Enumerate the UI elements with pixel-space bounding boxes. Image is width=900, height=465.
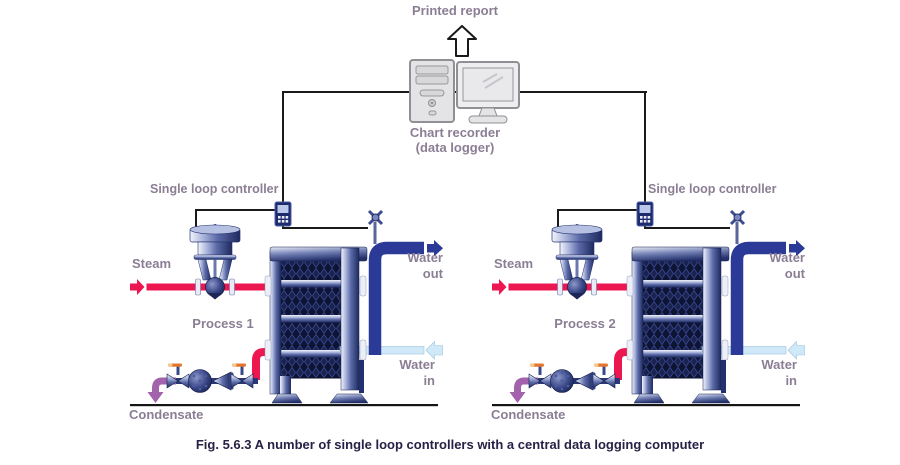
water-in-label-line2: in <box>785 373 797 388</box>
water-out-label: Water out <box>380 250 443 282</box>
process-unit-diagram <box>492 201 805 407</box>
condensate-label: Condensate <box>129 407 204 422</box>
controller-to-sensor-wire <box>282 224 368 229</box>
right-controller-drop-line <box>644 91 646 203</box>
isolation-valve-icon <box>528 363 552 389</box>
computer-icon <box>409 59 520 124</box>
steam-trap-icon <box>550 369 574 393</box>
water-in-label: Water in <box>740 357 797 389</box>
water-in-port <box>721 339 729 361</box>
process-unit: Single loop controller Steam Process 1 W… <box>128 180 468 430</box>
check-valve-icon <box>574 371 596 391</box>
water-out-flow-arrow-icon <box>427 240 443 257</box>
front-foot <box>633 393 665 404</box>
steam-flow-arrow-icon <box>492 279 507 295</box>
water-in-pipe <box>701 346 787 355</box>
heat-exchanger-icon <box>626 246 805 404</box>
front-leg <box>280 376 291 396</box>
steam-flow-arrow-icon <box>130 279 145 295</box>
condensate-port <box>626 339 634 361</box>
water-in-label-line1: Water <box>761 357 797 372</box>
water-out-pipe <box>368 241 424 355</box>
left-controller-drop-line <box>282 91 284 203</box>
check-valve-icon <box>212 371 234 391</box>
process-unit: Single loop controller Steam Process 2 W… <box>490 180 830 430</box>
front-leg <box>642 376 653 396</box>
steam-port <box>626 275 634 297</box>
tie-bar <box>277 350 344 358</box>
steam-port <box>264 275 272 297</box>
figure-caption: Fig. 5.6.3 A number of single loop contr… <box>195 437 705 452</box>
steam-label: Steam <box>132 256 172 271</box>
water-out-label: Water out <box>742 250 805 282</box>
rear-frame-column <box>340 247 360 391</box>
rear-foot <box>329 393 369 404</box>
water-in-flow-arrow-icon <box>787 340 805 360</box>
rear-frame-column <box>702 247 722 391</box>
water-in-pipe <box>339 346 425 355</box>
fixed-frame-column <box>631 251 644 395</box>
water-in-label-line2: in <box>423 373 435 388</box>
single-loop-controller-icon <box>636 201 654 227</box>
condensate-purple-pipe <box>514 377 538 392</box>
steam-label: Steam <box>494 256 534 271</box>
temperature-sensor-icon <box>729 209 746 244</box>
single-loop-controller-icon <box>274 201 292 227</box>
condensate-purple-pipe <box>152 377 176 392</box>
water-in-label-line1: Water <box>399 357 435 372</box>
water-out-pipe <box>730 241 786 355</box>
rear-foot <box>691 393 731 404</box>
water-out-port <box>359 275 367 297</box>
controller-to-sensor-wire <box>644 224 730 229</box>
steam-trap-icon <box>188 369 212 393</box>
chart-recorder-line2: (data logger) <box>415 140 495 155</box>
condensate-label: Condensate <box>491 407 566 422</box>
tie-bar <box>639 280 706 288</box>
tie-bar <box>639 350 706 358</box>
water-out-label-line1: Water <box>407 250 443 265</box>
water-in-port <box>359 339 367 361</box>
water-out-port <box>721 275 729 297</box>
condensate-red-pipe <box>614 348 633 380</box>
process-label: Process 2 <box>554 316 616 331</box>
condensate-port <box>264 339 272 361</box>
control-valve-icon <box>551 224 603 300</box>
printed-report-label: Printed report <box>412 3 498 18</box>
water-out-label-line2: out <box>422 266 443 281</box>
temperature-sensor-icon <box>367 209 384 244</box>
computer-tower-icon <box>409 59 455 123</box>
tie-bar <box>277 315 344 323</box>
front-foot <box>271 393 303 404</box>
single-loop-controller-label: Single loop controller <box>648 182 777 196</box>
chart-recorder-label: Chart recorder (data logger) <box>380 125 530 155</box>
fixed-frame-column <box>269 251 282 395</box>
single-loop-controller-label: Single loop controller <box>150 182 279 196</box>
condensate-red-pipe <box>252 348 271 380</box>
rear-leg <box>721 360 726 393</box>
tie-bar <box>277 280 344 288</box>
water-in-flow-arrow-icon <box>425 340 443 360</box>
heat-exchanger-icon <box>264 246 443 404</box>
up-arrow-icon <box>447 25 477 57</box>
rear-leg <box>359 360 364 393</box>
isolation-valve-icon <box>166 363 190 389</box>
water-in-label: Water in <box>378 357 435 389</box>
ground-line <box>492 404 800 407</box>
isolation-valve-icon <box>592 363 616 389</box>
process-unit-diagram <box>130 201 443 407</box>
water-out-label-line1: Water <box>769 250 805 265</box>
isolation-valve-icon <box>230 363 254 389</box>
monitor-icon <box>456 61 520 124</box>
process-label: Process 1 <box>192 316 254 331</box>
condensate-flow-arrow-icon <box>509 392 526 403</box>
water-out-label-line2: out <box>784 266 805 281</box>
control-valve-icon <box>189 224 241 300</box>
tie-bar <box>639 315 706 323</box>
water-out-flow-arrow-icon <box>789 240 805 257</box>
ground-line <box>130 404 438 407</box>
condensate-flow-arrow-icon <box>147 392 164 403</box>
chart-recorder-line1: Chart recorder <box>409 125 501 140</box>
